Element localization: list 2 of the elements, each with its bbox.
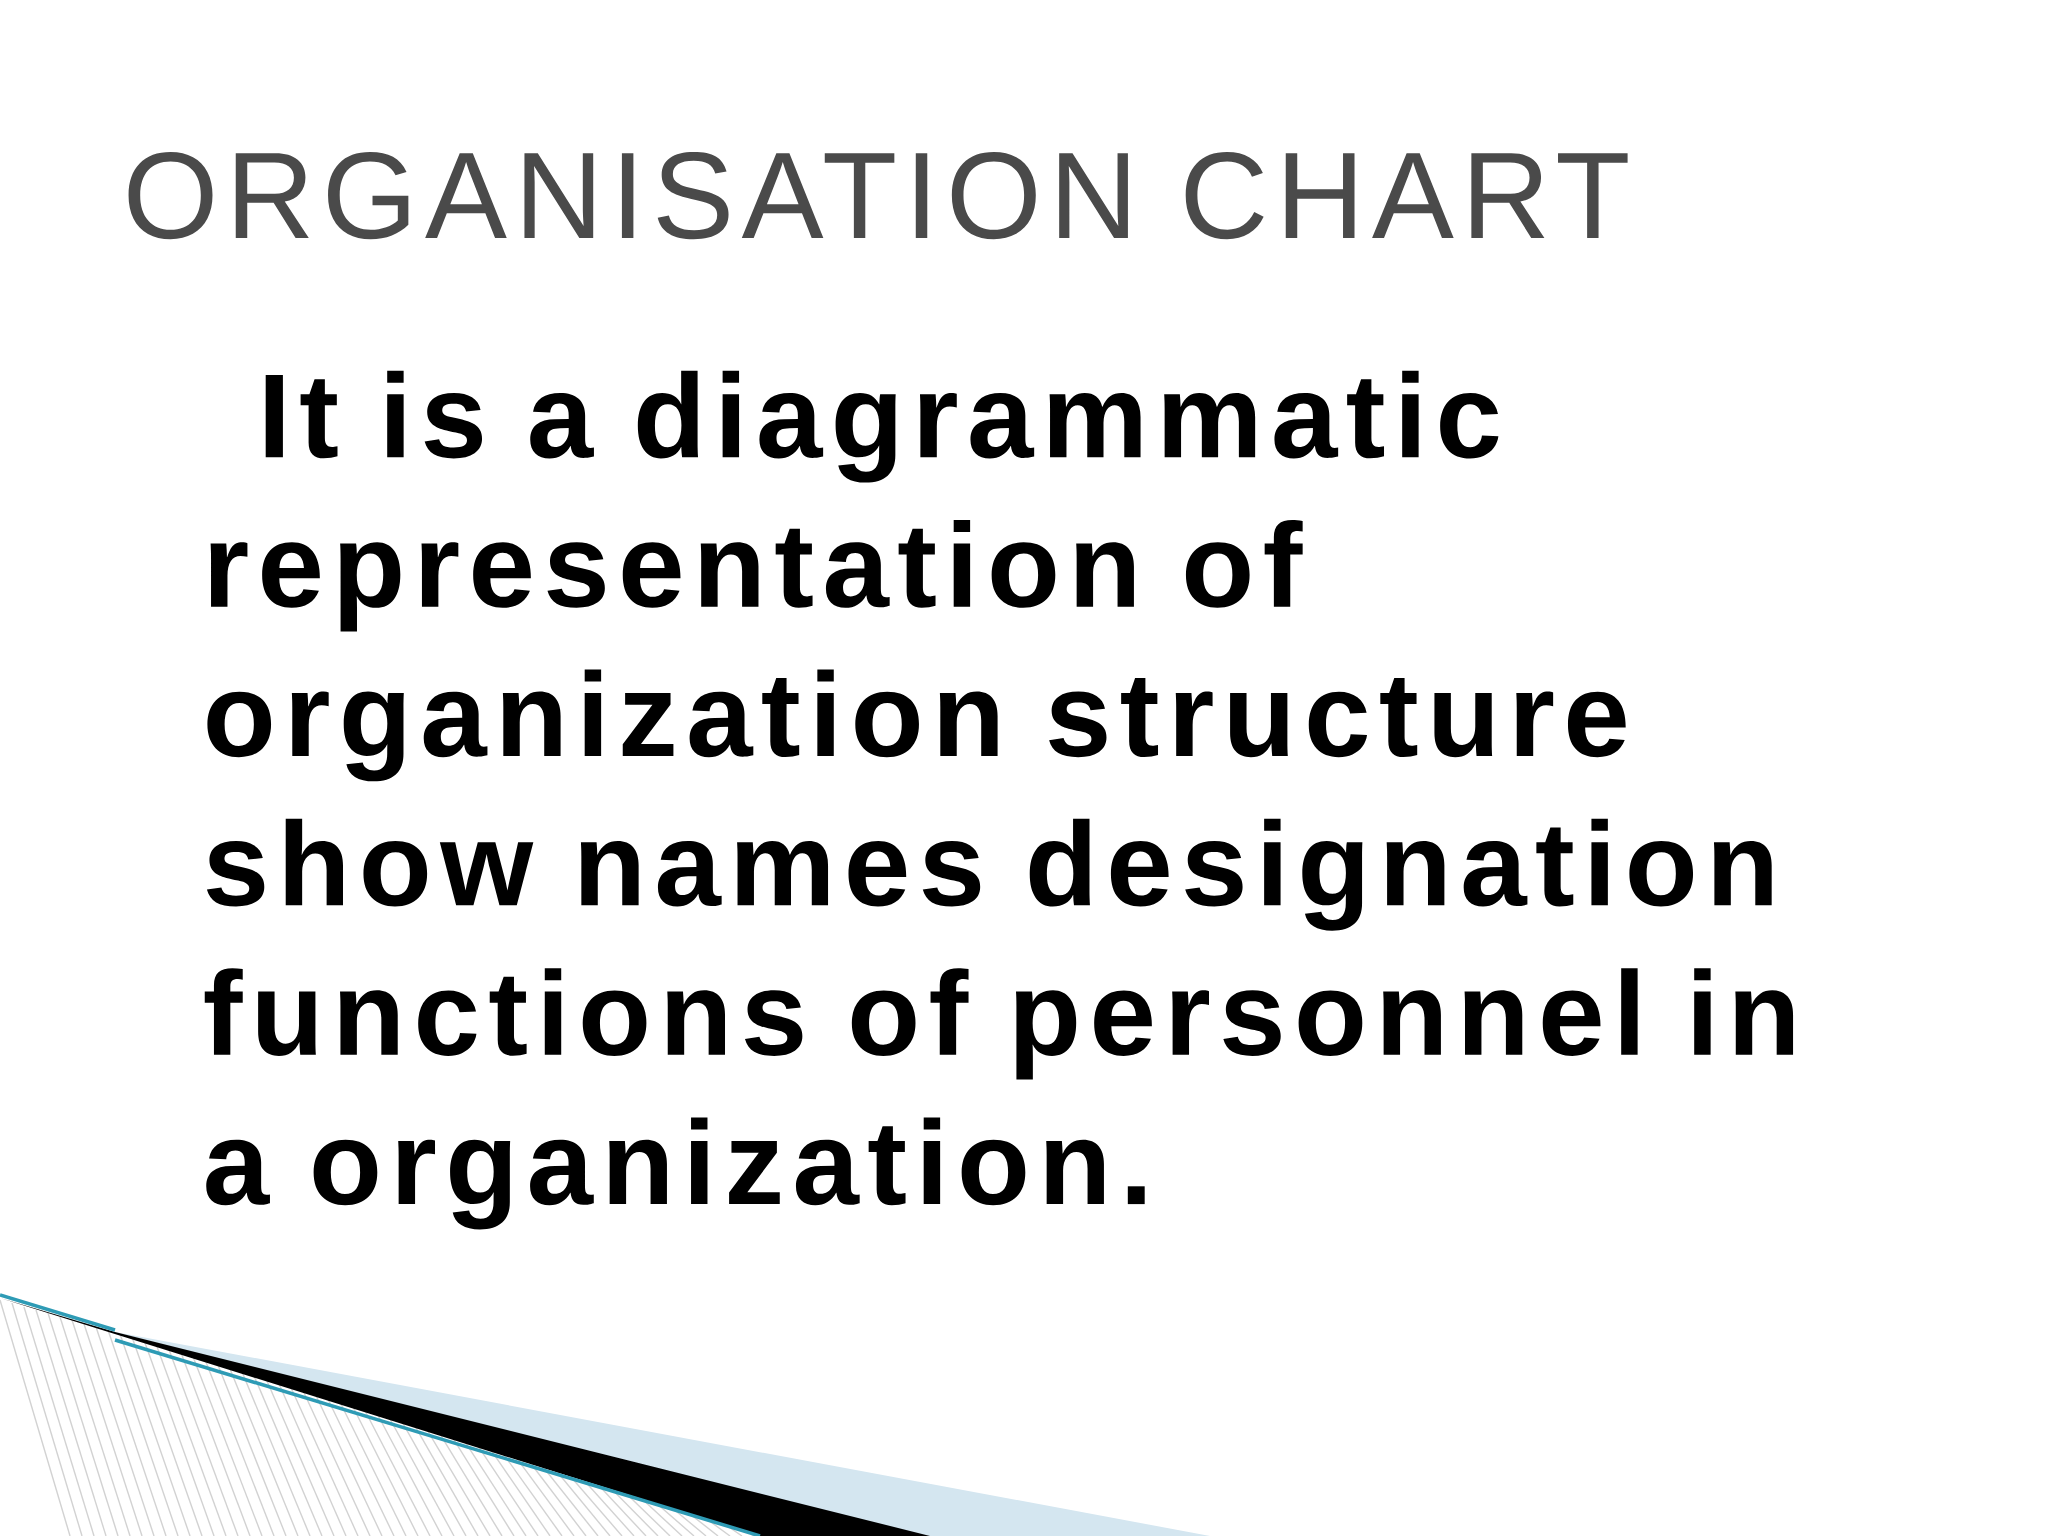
- body-text: It is a diagrammatic representation of organization structure show names designation functions of personnel in a organization.: [204, 370, 1794, 1230]
- slide-title: ORGANISATION CHART: [128, 152, 1628, 240]
